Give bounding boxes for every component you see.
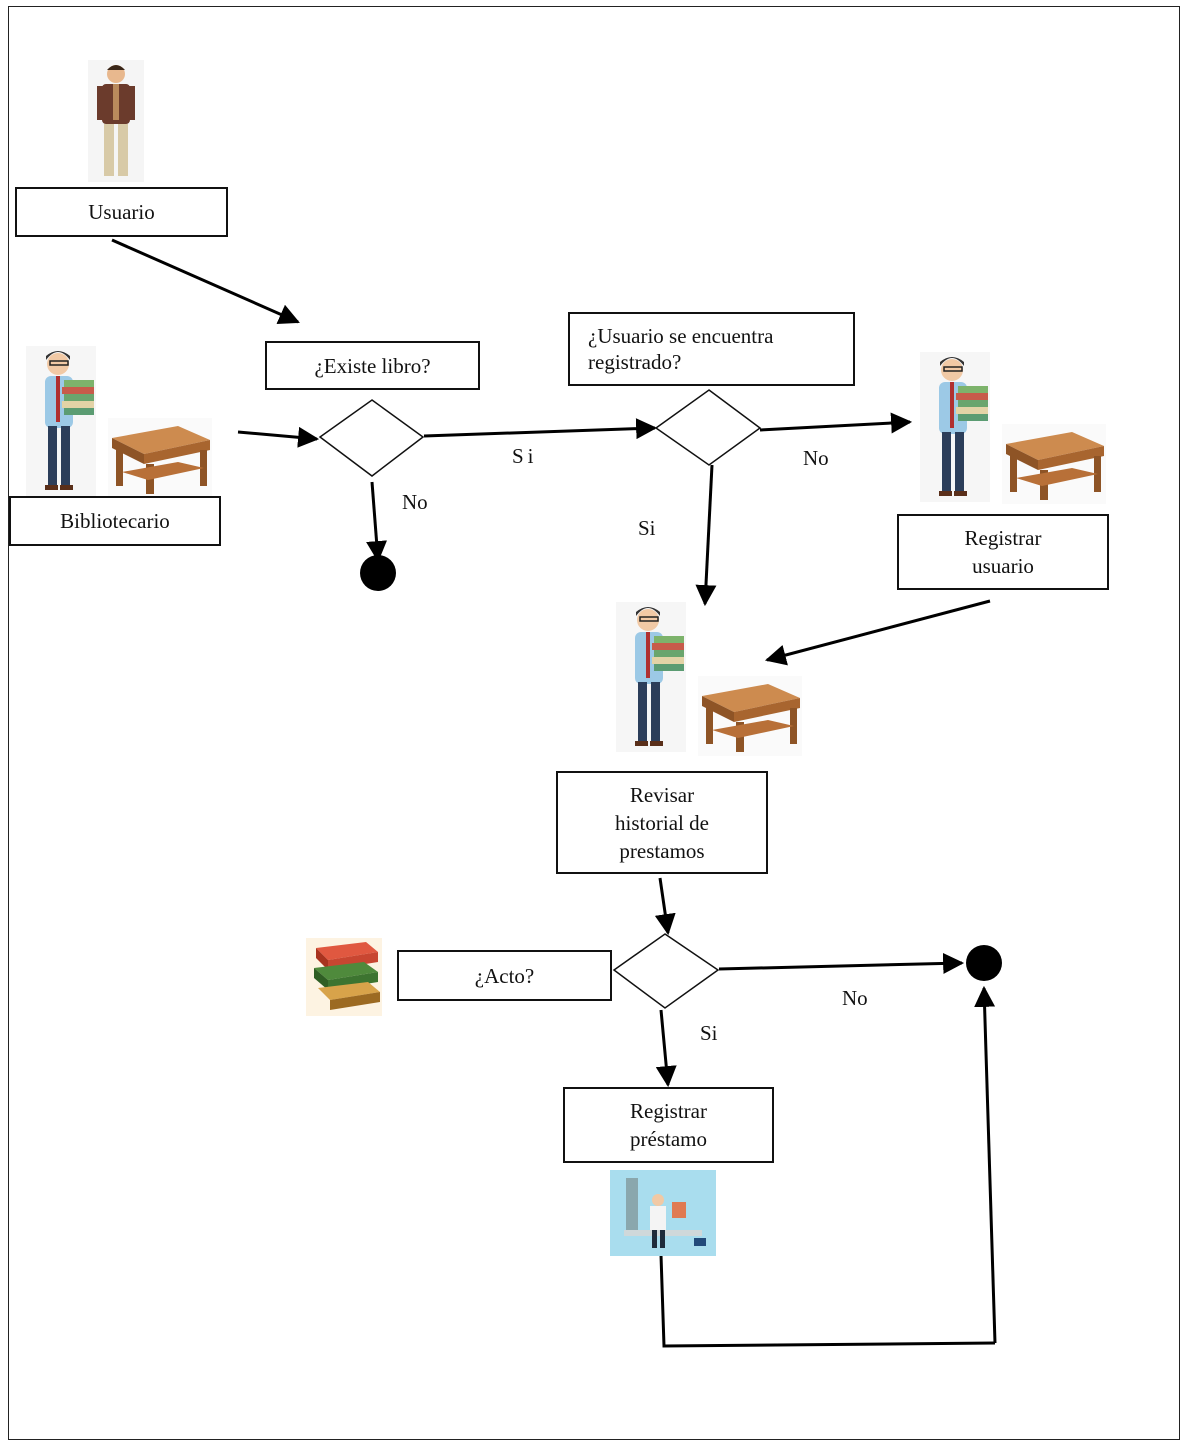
book-stack-icon <box>306 938 382 1016</box>
decision-label-existe-libro: ¿Existe libro? <box>265 341 480 390</box>
decision-label-usuario-registrado: ¿Usuario se encuentra registrado? <box>568 312 855 386</box>
librarian-with-books-icon <box>615 601 687 753</box>
diagram-frame <box>8 6 1180 1440</box>
branch-label-si: Si <box>638 516 656 540</box>
actor-label-usuario: Usuario <box>15 187 228 237</box>
activity-revisar-historial: Revisar historial de prestamos <box>556 771 768 874</box>
desk-icon <box>698 676 802 756</box>
activity-registrar-prestamo: Registrar préstamo <box>563 1087 774 1163</box>
branch-label-si: Si <box>700 1021 718 1045</box>
librarian-with-books-icon <box>919 351 991 503</box>
branch-label-no: No <box>803 446 829 470</box>
decision-diamond-usuario-registrado <box>654 389 762 466</box>
library-loan-icon <box>610 1170 716 1256</box>
final-node-1 <box>360 555 396 591</box>
decision-label-acto: ¿Acto? <box>397 950 612 1001</box>
desk-icon <box>1002 424 1106 504</box>
librarian-with-books-icon <box>25 345 97 497</box>
desk-icon <box>108 418 212 498</box>
branch-label-si: Si <box>512 444 538 468</box>
man-icon <box>88 60 144 182</box>
branch-label-no: No <box>402 490 428 514</box>
actor-label-bibliotecario: Bibliotecario <box>9 496 221 546</box>
activity-registrar-usuario: Registrar usuario <box>897 514 1109 590</box>
decision-diamond-acto <box>612 933 720 1009</box>
final-node-2 <box>966 945 1002 981</box>
branch-label-no: No <box>842 986 868 1010</box>
decision-diamond-existe-libro <box>318 399 425 477</box>
